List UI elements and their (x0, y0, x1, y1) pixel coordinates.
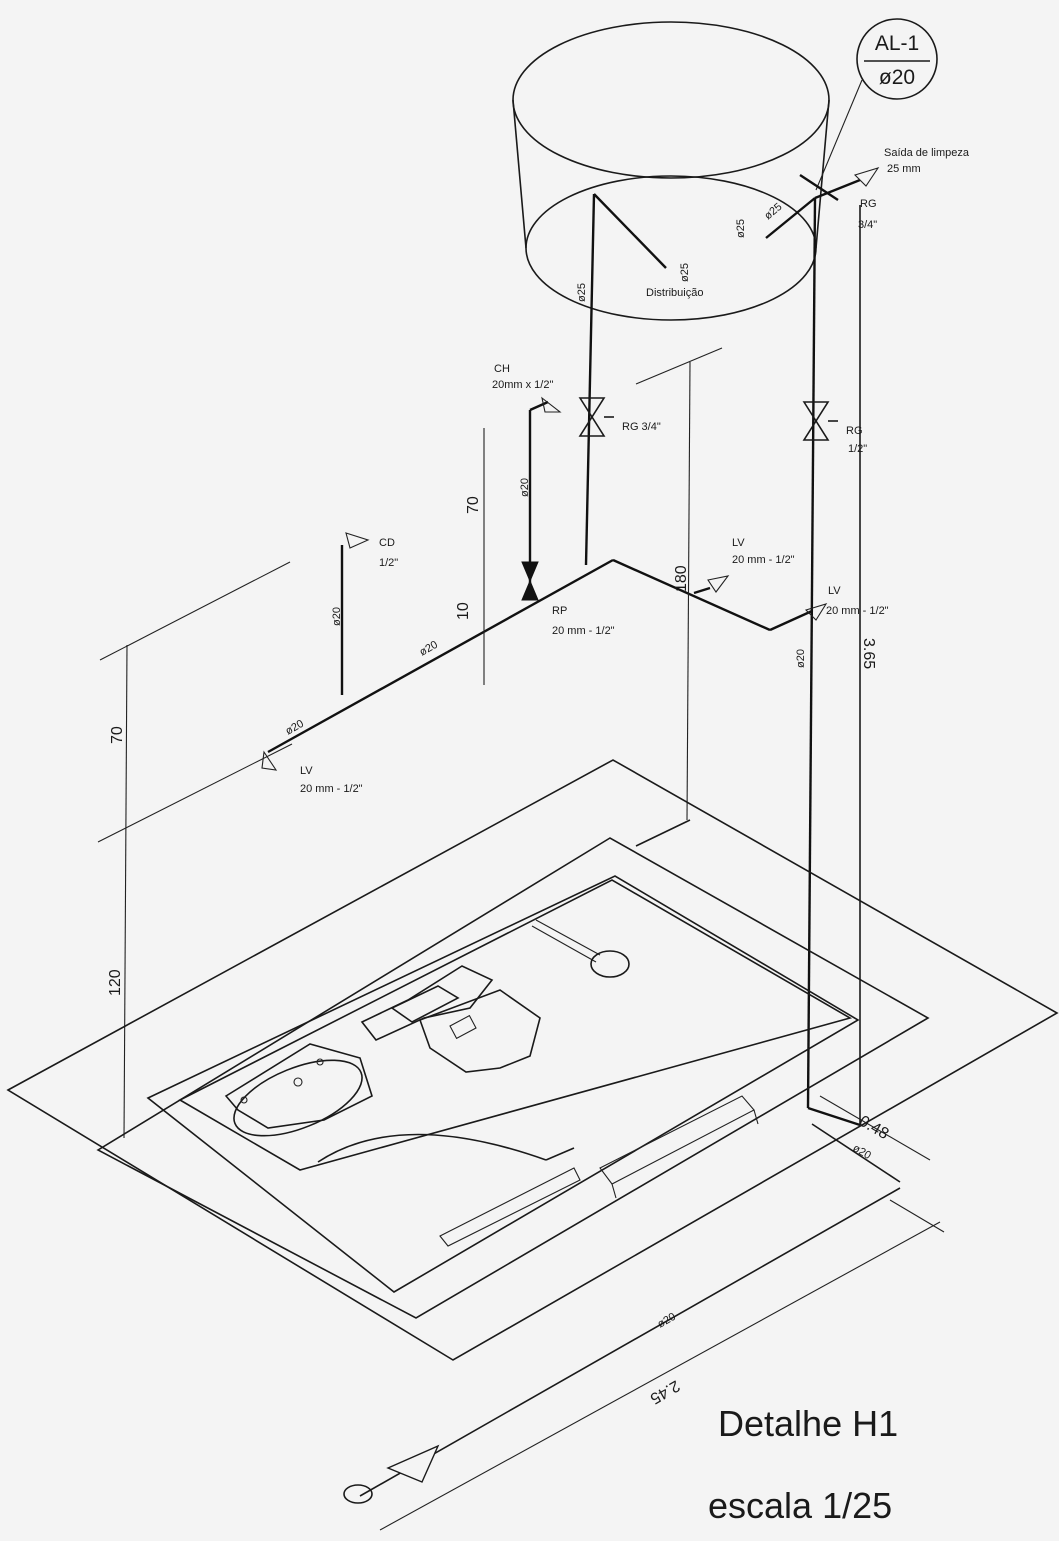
saida-label: Saída de limpeza (884, 147, 970, 159)
valves: RG 3/4" RG 1/2" (578, 397, 867, 455)
title-scale: escala 1/25 (708, 1485, 892, 1526)
cd-branch: CD 1/2" ø20 (331, 532, 398, 695)
tag-bottom: ø20 (879, 66, 915, 89)
title-block: Detalhe H1 escala 1/25 (708, 1403, 898, 1526)
lv3-size: 20 mm - 1/2" (826, 605, 889, 617)
rp-size: 20 mm - 1/2" (552, 625, 615, 637)
d25-outlet-a: ø25 (735, 219, 747, 238)
risers: ø25 (576, 193, 861, 1125)
tag-top: AL-1 (875, 32, 919, 55)
d25-outlet-b: ø25 (762, 201, 784, 222)
dim-365: 3.65 (860, 638, 877, 669)
rp-label: RP (552, 605, 567, 617)
ch-branch: CH 20mm x 1/2" ø20 (492, 363, 562, 601)
rg-right-label: RG (846, 425, 863, 437)
lv2-size: 20 mm - 1/2" (732, 554, 795, 566)
dim-120: 120 (107, 969, 124, 996)
d20-corner: ø20 (851, 1142, 873, 1162)
dim-70-top: 70 (465, 496, 482, 514)
title-detail: Detalhe H1 (718, 1403, 898, 1444)
d20-lv3: ø20 (795, 649, 807, 668)
dim-70-left: 70 (109, 726, 126, 744)
d20-main-a: ø20 (418, 639, 440, 659)
dim-245: 2.45 (647, 1377, 683, 1407)
rg-top-size: 3/4" (858, 219, 877, 231)
height-dimensions: 70 10 180 3.65 70 120 (97, 347, 877, 1139)
al1-tag: AL-1 ø20 (815, 18, 938, 191)
dim-10: 10 (455, 602, 472, 620)
d25-riser: ø25 (576, 283, 588, 302)
dim-180: 180 (673, 565, 690, 592)
rg-top-label: RG (860, 198, 877, 210)
cd-size: 1/2" (379, 557, 398, 569)
d25-distribution: ø25 (679, 263, 691, 282)
lv1-branch: LV 20 mm - 1/2" (261, 750, 363, 795)
d20-ch: ø20 (519, 478, 531, 497)
rg-right-size: 1/2" (848, 443, 867, 455)
dim-048: 0.48 (856, 1113, 892, 1143)
ch-size: 20mm x 1/2" (492, 379, 553, 391)
distribuicao-label: Distribuição (646, 287, 703, 299)
d20-cd: ø20 (331, 607, 343, 626)
main-pipe-run: RP 20 mm - 1/2" LV 20 mm - 1/2" LV 20 mm… (267, 537, 889, 754)
water-tank (512, 21, 830, 321)
d20-main-b: ø20 (284, 718, 306, 738)
lv3-label: LV (828, 585, 841, 597)
bathroom-floor-plan (6, 759, 1059, 1361)
lv2-label: LV (732, 537, 745, 549)
lv1-label: LV (300, 765, 313, 777)
cd-label: CD (379, 537, 395, 549)
saida-size: 25 mm (887, 163, 921, 175)
tank-outlets: Saída de limpeza 25 mm RG 3/4" ø25 ø25 ø… (593, 147, 970, 299)
lv1-size: 20 mm - 1/2" (300, 783, 363, 795)
d20-bottom: ø20 (656, 1311, 678, 1331)
ch-label: CH (494, 363, 510, 375)
plan-dimensions: 0.48 ø20 ø20 2.45 (343, 1095, 945, 1531)
rg34-label: RG 3/4" (622, 421, 661, 433)
